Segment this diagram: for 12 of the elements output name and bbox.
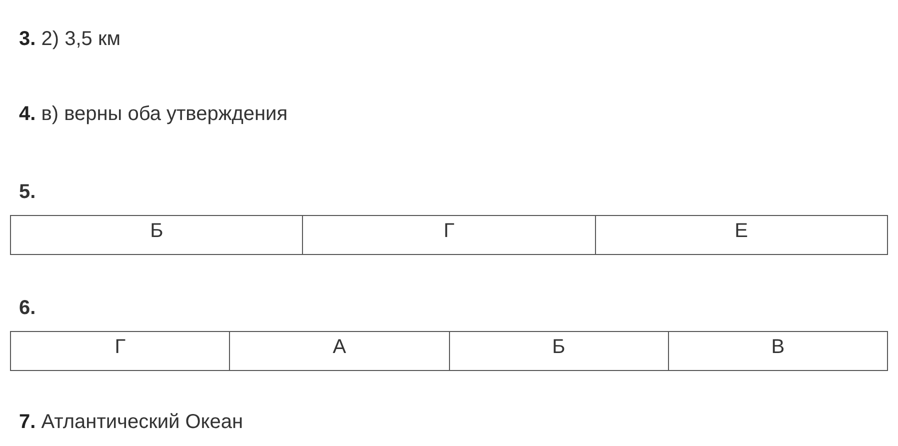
table-cell: А bbox=[229, 332, 448, 370]
question-number: 5. bbox=[19, 180, 36, 204]
table-cell: В bbox=[668, 332, 887, 370]
table-cell-text: Б bbox=[149, 219, 164, 244]
table-cell: Г bbox=[302, 216, 595, 254]
answer-text: 4. в) верны оба утверждения bbox=[19, 102, 288, 126]
question-number: 6. bbox=[19, 296, 36, 320]
table-cell-text: Г bbox=[114, 335, 127, 360]
table-cell: Е bbox=[594, 216, 887, 254]
table-cell: Б bbox=[448, 332, 668, 370]
answer-text: 3. 2) 3,5 км bbox=[19, 27, 120, 51]
answer-text: 7. Атлантический Океан bbox=[19, 410, 244, 434]
